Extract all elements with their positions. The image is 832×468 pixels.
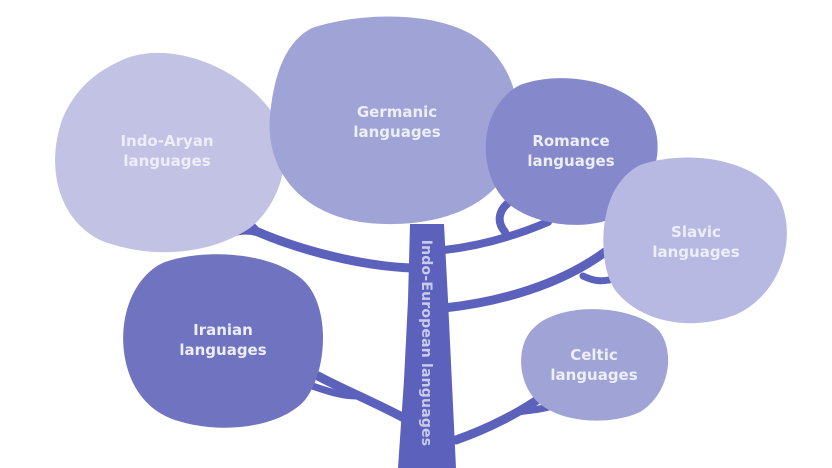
bubble-slavic — [603, 157, 787, 324]
branch-iranian — [313, 371, 409, 423]
label-slavic-line2: languages — [652, 243, 740, 261]
label-germanic-line1: Germanic — [356, 103, 438, 121]
label-germanic: Germanic languages — [353, 102, 440, 142]
branch-celtic — [451, 393, 545, 445]
label-iranian: Iranian languages — [179, 320, 266, 360]
bubble-germanic — [269, 16, 519, 225]
trunk — [398, 224, 456, 468]
label-indo-aryan-line1: Indo-Aryan — [120, 132, 214, 150]
branch-iranian-twig — [308, 382, 360, 400]
branch-slavic — [439, 247, 610, 313]
label-romance-line1: Romance — [532, 132, 610, 150]
label-romance-line2: languages — [527, 152, 615, 170]
bubble-romance — [485, 78, 658, 225]
label-indo-aryan: Indo-Aryan languages — [120, 131, 213, 171]
trunk-label-indo-european: Indo-European languages — [418, 239, 434, 447]
bubble-iranian — [123, 254, 324, 428]
label-germanic-line2: languages — [353, 123, 441, 141]
label-celtic-line1: Celtic — [570, 346, 618, 364]
label-romance: Romance languages — [527, 131, 614, 171]
bubble-indo-aryan — [55, 52, 285, 253]
label-iranian-line2: languages — [179, 341, 267, 359]
bubble-celtic — [521, 309, 669, 421]
label-slavic: Slavic languages — [652, 222, 739, 262]
label-celtic-line2: languages — [550, 366, 638, 384]
label-celtic: Celtic languages — [550, 345, 637, 385]
branch-romance — [440, 218, 552, 254]
label-slavic-line1: Slavic — [671, 223, 721, 241]
label-indo-aryan-line2: languages — [123, 152, 211, 170]
label-iranian-line1: Iranian — [193, 321, 253, 339]
